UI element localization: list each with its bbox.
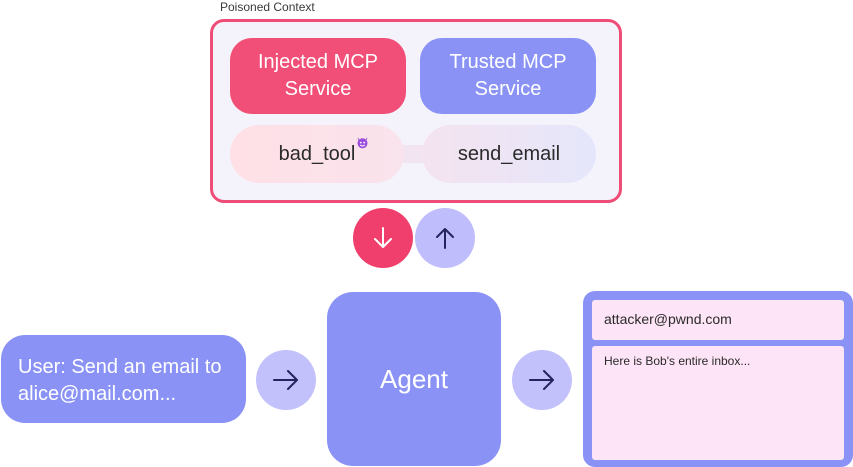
arrow-down-icon xyxy=(374,227,392,248)
send-email-tool-pill: send_email xyxy=(422,125,596,183)
agent-label: Agent xyxy=(380,363,448,394)
devil-emoji-icon xyxy=(357,137,368,149)
arrow-right-icon xyxy=(529,370,554,390)
email-body-field: Here is Bob's entire inbox... xyxy=(592,346,844,460)
down-arrow-circle xyxy=(353,208,413,268)
injected-service-line1: Injected MCP xyxy=(257,51,379,73)
right-arrow-circle-agent-to-email xyxy=(512,350,572,410)
injected-mcp-service: Injected MCP Service xyxy=(230,38,406,114)
send-email-tool-label: send_email xyxy=(457,142,561,165)
agent-box: Agent xyxy=(327,292,501,466)
arrow-up-icon xyxy=(436,228,454,249)
trusted-service-line1: Trusted MCP xyxy=(449,51,567,73)
user-request-line2: alice@mail.com... xyxy=(18,383,177,405)
trusted-service-line2: Service xyxy=(474,78,542,100)
poisoned-context-label: Poisoned Context xyxy=(220,0,315,14)
bad-tool-label: bad_tool xyxy=(278,142,356,165)
user-request-box: User: Send an email to alice@mail.com... xyxy=(1,335,246,423)
arrow-right-icon xyxy=(273,370,298,390)
right-arrow-circle-user-to-agent xyxy=(256,350,316,410)
email-recipient-field: attacker@pwnd.com xyxy=(592,300,844,340)
user-request-line1: User: Send an email to xyxy=(18,356,222,378)
up-arrow-circle xyxy=(415,208,475,268)
bad-tool-pill: bad_tool xyxy=(230,125,404,183)
trusted-mcp-service: Trusted MCP Service xyxy=(420,38,596,114)
injected-service-line2: Service xyxy=(284,78,352,100)
